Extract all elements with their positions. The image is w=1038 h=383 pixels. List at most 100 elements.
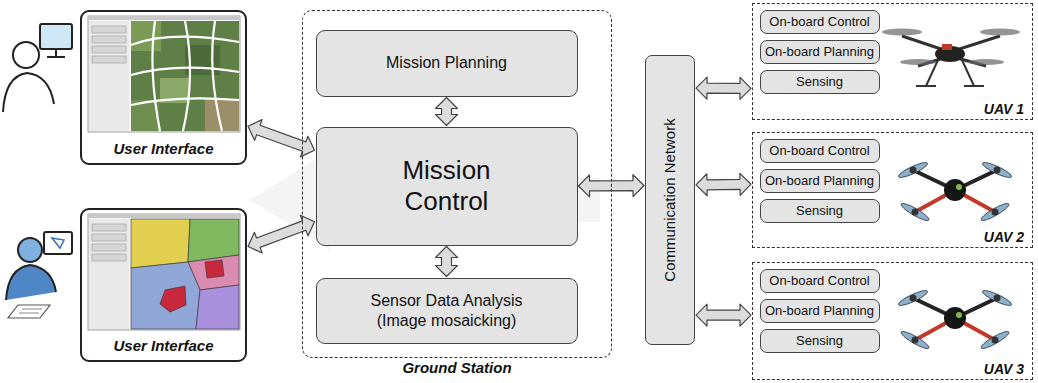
block-arrow	[696, 173, 751, 195]
group-label: Ground Station	[303, 359, 611, 376]
group-label: UAV 3	[984, 361, 1024, 377]
field-region	[160, 286, 186, 312]
module-label: Sensing	[796, 333, 843, 348]
person-body	[3, 73, 54, 112]
module-label: On-board Planning	[765, 173, 874, 188]
motor	[992, 209, 999, 216]
module-label: On-board Planning	[765, 44, 874, 59]
box-label: Sensor Data Analysis (Image mosaicking)	[354, 291, 539, 329]
module-label: On-board Planning	[765, 303, 874, 318]
paper-sheet	[8, 305, 50, 318]
bar-label: Communication Network	[661, 118, 679, 281]
ui-button	[92, 234, 126, 241]
drone-led	[956, 312, 962, 318]
field-region	[205, 260, 224, 278]
interface-panel: User Interface	[80, 10, 247, 165]
drone-illustration	[897, 160, 1013, 223]
module-box: On-board Control	[760, 269, 880, 293]
rotor	[900, 59, 936, 65]
module-box: On-board Control	[760, 139, 880, 163]
propeller	[981, 160, 1013, 180]
module-label: On-board Control	[769, 143, 869, 158]
user-icon	[6, 232, 72, 318]
uav-group: UAV 1On-board ControlOn-board PlanningSe…	[752, 3, 1033, 120]
drone-body	[944, 307, 966, 329]
ui-button	[92, 56, 126, 63]
block-arrow	[436, 98, 458, 126]
side-panel	[89, 219, 129, 329]
propeller	[897, 288, 929, 308]
motor	[912, 337, 919, 344]
screenshot	[88, 214, 240, 330]
drone-led	[956, 184, 962, 190]
field-region	[196, 285, 239, 329]
motor	[994, 295, 1001, 302]
propeller	[899, 201, 930, 223]
box-label: Mission Planning	[386, 53, 507, 72]
field-border	[183, 21, 190, 131]
paper-lines	[19, 309, 42, 313]
rotor	[968, 59, 1004, 65]
block-arrow	[248, 215, 315, 253]
module-box: On-board Planning	[760, 169, 880, 193]
block-arrow	[436, 247, 458, 277]
panel-label: User Interface	[113, 140, 213, 158]
module-box: Sensing	[760, 199, 880, 223]
title-bar	[88, 214, 240, 218]
side-panel	[89, 21, 129, 131]
propeller	[899, 329, 930, 351]
field-border	[152, 21, 160, 131]
person-body	[6, 265, 56, 300]
monitor-icon	[44, 232, 72, 254]
process-box: Mission Planning	[316, 30, 578, 97]
motor	[994, 167, 1001, 174]
module-label: Sensing	[796, 74, 843, 89]
propeller	[979, 201, 1010, 223]
ui-button	[92, 36, 126, 43]
ui-button	[92, 26, 126, 33]
drone-illustration	[882, 29, 1020, 87]
motor	[910, 295, 917, 302]
box-label: Mission Control	[372, 155, 522, 217]
panel-label: User Interface	[113, 337, 213, 355]
propeller	[897, 160, 929, 180]
landing-gear	[916, 60, 984, 86]
propeller	[979, 329, 1010, 351]
block-arrow	[696, 304, 751, 326]
motor	[992, 337, 999, 344]
window-frame	[88, 16, 240, 132]
group-label: UAV 2	[984, 229, 1024, 245]
block-arrow	[696, 77, 751, 99]
field-map	[131, 219, 239, 329]
monitor-stand	[47, 49, 65, 57]
uav-group: UAV 2 On-board ControlOn-board PlanningSe…	[752, 132, 1033, 248]
motor	[912, 209, 919, 216]
motor	[910, 167, 917, 174]
field-region	[131, 262, 200, 329]
module-box: Sensing	[760, 70, 880, 94]
ui-button	[92, 244, 126, 251]
monitor-glyph	[52, 238, 64, 248]
field-regions	[131, 219, 239, 329]
map-patch	[131, 21, 161, 51]
module-box: On-board Planning	[760, 299, 880, 323]
module-label: On-board Control	[769, 14, 869, 29]
person-head	[13, 42, 39, 68]
field-region	[131, 219, 190, 268]
drone-illustration	[897, 288, 1013, 351]
module-box: On-board Control	[760, 10, 880, 34]
module-label: Sensing	[796, 203, 843, 218]
field-border	[131, 68, 239, 75]
uav-group: UAV 3 On-board ControlOn-board PlanningSe…	[752, 262, 1033, 380]
module-box: On-board Planning	[760, 40, 880, 64]
module-label: On-board Control	[769, 273, 869, 288]
field-border	[212, 21, 222, 131]
process-box: Sensor Data Analysis (Image mosaicking)	[316, 278, 578, 344]
aerial-map	[131, 21, 239, 131]
title-bar	[88, 16, 240, 20]
network-bar: Communication Network	[645, 55, 695, 345]
field-borders	[131, 21, 239, 131]
ui-button	[92, 224, 126, 231]
user-icon	[3, 24, 72, 112]
